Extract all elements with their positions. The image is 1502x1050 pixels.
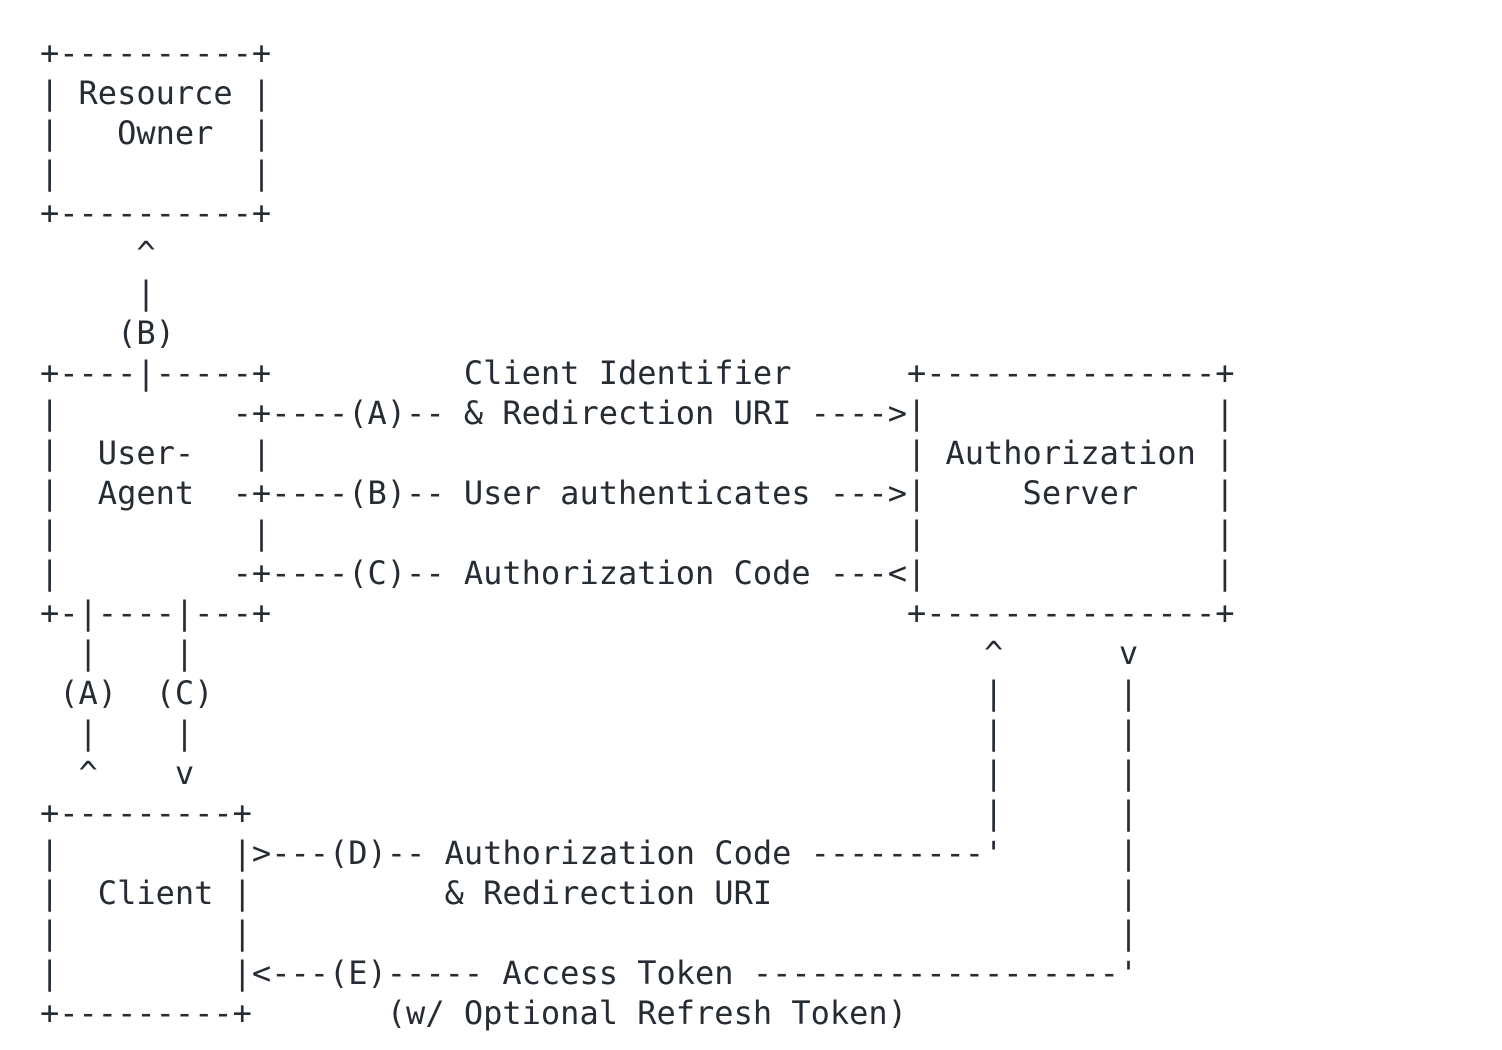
diagram-canvas: +----------+ | Resource | | Owner | | | … [40,34,1235,1032]
oauth-authorization-code-flow-ascii-diagram: +----------+ | Resource | | Owner | | | … [40,34,1235,1032]
